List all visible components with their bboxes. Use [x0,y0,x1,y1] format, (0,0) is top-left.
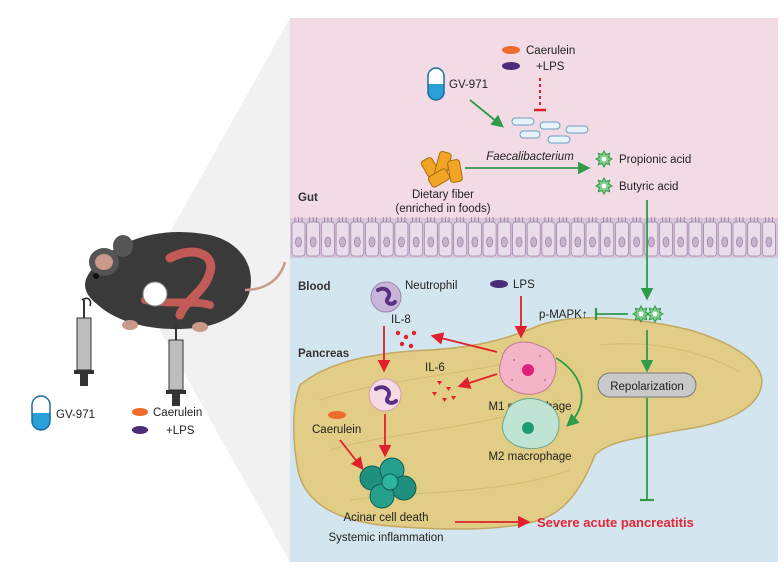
il8-dots [395,330,417,349]
outcome-label: Severe acute pancreatitis [537,515,694,530]
butyric-acid-icon [594,176,614,196]
activated-neutrophil-cell [368,378,402,412]
intestinal-epithelium [290,217,778,258]
mouse-caerulein-label: Caerulein [153,407,202,419]
repolarization-label: Repolarization [610,381,684,393]
arrow-drug-bacteria [469,99,504,128]
mouse-lps-label: +LPS [166,425,195,437]
il8-label: IL-8 [391,314,411,326]
propionic-acid-icon [594,149,614,169]
capsule-icon [31,395,51,431]
section-gut: Gut [298,192,318,204]
mouse-caerulein-swatch [132,408,148,416]
lps-blood-swatch [490,280,508,288]
arrow-caerulein-acinar [339,439,364,470]
gut-lps-label: +LPS [536,61,565,73]
mouse-lps-swatch [132,426,148,434]
dietary-fiber-icon [420,151,463,188]
gut-caerulein-label: Caerulein [526,45,575,57]
caerulein-pancreas-label: Caerulein [312,424,361,436]
p-mapk-label: p-MAPK↑ [539,309,588,321]
gut-drug-label: GV-971 [449,79,488,91]
bacterium-label: Faecalibacterium [486,151,574,163]
arrow-m1-il8 [430,332,498,353]
bacteria-cluster [511,117,589,144]
acinar-cell-cluster [359,457,417,509]
acinar-label: Acinar cell death [343,512,428,524]
lps-blood-label: LPS [513,279,535,291]
scfa-cluster-icon [631,304,665,324]
repolarization-box [597,372,697,398]
il6-label: IL-6 [425,362,445,374]
caerulein-swatch [502,46,520,54]
mouse-illustration [85,231,287,332]
butyric-label: Butyric acid [619,181,678,193]
capsule-icon-gut [427,67,445,101]
syringe-left [74,297,94,386]
fiber-label-1: Dietary fiber [412,189,474,201]
neutrophil-label: Neutrophil [405,280,457,292]
pancreas-texture [319,343,741,501]
m2-macrophage-cell [502,398,560,449]
m1-macrophage-cell [499,341,557,395]
syringe-right [166,325,186,406]
propionic-label: Propionic acid [619,154,691,166]
systemic-label: Systemic inflammation [328,532,443,544]
arrow-m1-m2 [555,357,583,427]
il6-marks [432,381,456,402]
section-pancreas: Pancreas [298,348,349,360]
neutrophil-cell [370,281,402,313]
lps-swatch [502,62,520,70]
fiber-label-2: (enriched in foods) [395,203,490,215]
caerulein-pancreas-swatch [328,411,346,419]
m2-label: M2 macrophage [488,451,571,463]
mouse-drug-label: GV-971 [56,409,95,421]
arrow-m1-il6 [457,373,498,389]
section-blood: Blood [298,281,331,293]
